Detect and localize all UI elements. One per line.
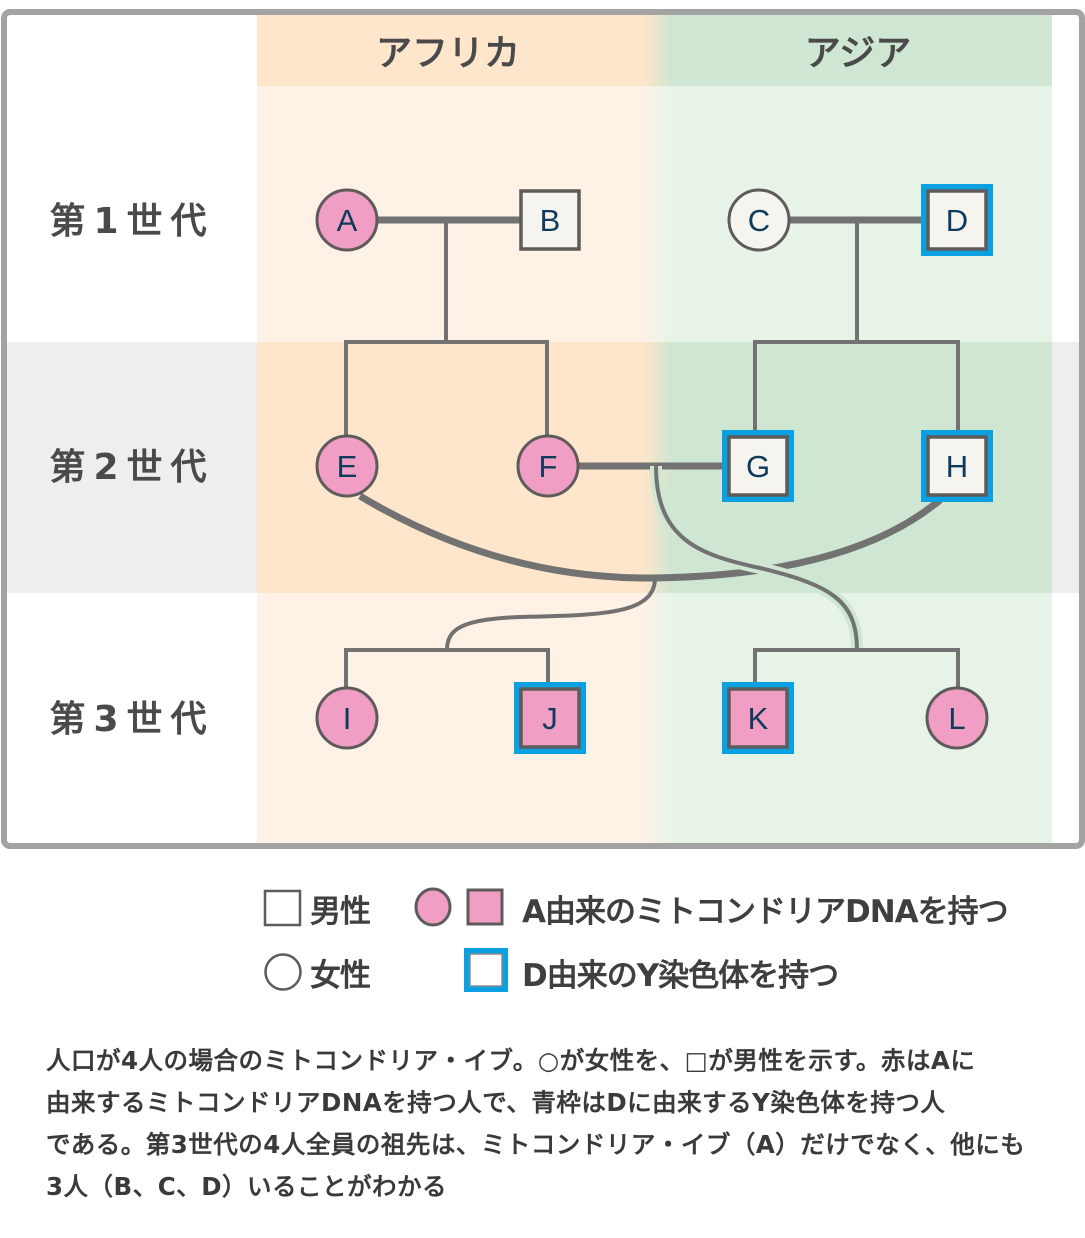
caption-line: 由来するミトコンドリアDNAを持つ人で、青枠はDに由来するY染色体を持つ人 bbox=[46, 1088, 946, 1117]
africa-header bbox=[257, 15, 655, 86]
mito-square-icon bbox=[466, 888, 504, 926]
asia-label: アジア bbox=[805, 33, 912, 74]
mito-circle-icon bbox=[414, 887, 452, 927]
person-label: K bbox=[748, 701, 769, 736]
caption: 人口が4人の場合のミトコンドリア・イブ。○が女性を、□が男性を示す。赤はAに 由… bbox=[46, 1040, 1056, 1208]
person-label: B bbox=[540, 203, 561, 238]
male-square-icon bbox=[519, 189, 581, 251]
pedigree-frame: アフリカ アジア 第1世代 第2世代 第3世代 A B C D E F G H I J K L bbox=[1, 9, 1085, 849]
female-circle-icon bbox=[315, 434, 379, 498]
person-label: A bbox=[337, 203, 358, 238]
male-square-icon bbox=[727, 687, 789, 749]
pedigree-diagram: アフリカ アジア 第1世代 第2世代 第3世代 A B C D E F G H I J K L bbox=[7, 15, 1079, 843]
africa-label: アフリカ bbox=[376, 33, 520, 74]
person-F: F bbox=[516, 434, 580, 498]
female-circle-icon bbox=[264, 953, 302, 991]
person-E: E bbox=[315, 434, 379, 498]
person-K: K bbox=[722, 682, 794, 754]
female-circle-icon bbox=[925, 686, 989, 750]
person-label: D bbox=[946, 203, 968, 238]
person-label: E bbox=[337, 449, 358, 484]
person-label: J bbox=[542, 701, 558, 736]
sibling-line-G-H bbox=[753, 340, 960, 466]
female-circle-icon bbox=[727, 188, 791, 252]
person-label: L bbox=[948, 701, 965, 736]
legend-mito-label: A由来のミトコンドリアDNAを持つ bbox=[522, 894, 1009, 930]
pedigree-lines bbox=[344, 216, 960, 718]
person-C: C bbox=[727, 188, 791, 252]
ychrom-inner-icon bbox=[469, 953, 503, 987]
pedigree-nodes: A B C D E F G H I J K L bbox=[315, 184, 993, 754]
region-transition-header bbox=[643, 15, 673, 86]
gen3-label: 第3世代 bbox=[49, 699, 214, 740]
person-label: G bbox=[746, 449, 770, 484]
person-D: D bbox=[921, 184, 993, 256]
person-J: J bbox=[514, 682, 586, 754]
legend-female-label: 女性 bbox=[310, 958, 371, 994]
caption-line: 3人（B、C、D）いることがわかる bbox=[46, 1172, 448, 1201]
legend: 男性 女性 A由来のミトコンドリアDNAを持つ D由来のY染色体を持つ bbox=[0, 870, 1085, 1010]
descent-line-E-H bbox=[445, 577, 657, 651]
female-circle-icon bbox=[516, 434, 580, 498]
gen1-label: 第1世代 bbox=[49, 201, 214, 242]
legend-male-label: 男性 bbox=[310, 894, 371, 930]
person-label: H bbox=[946, 449, 968, 484]
male-square-icon bbox=[519, 687, 581, 749]
male-square-icon bbox=[727, 435, 789, 497]
caption-line: である。第3世代の4人全員の祖先は、ミトコンドリア・イブ（A）だけでなく、他にも bbox=[46, 1130, 1026, 1159]
male-square-icon bbox=[926, 189, 988, 251]
person-L: L bbox=[925, 686, 989, 750]
sibling-line-E-F bbox=[344, 340, 549, 466]
descent-line-F-G bbox=[654, 465, 859, 651]
gen2-label: 第2世代 bbox=[49, 447, 214, 488]
male-square-icon bbox=[926, 435, 988, 497]
person-label: C bbox=[748, 203, 770, 238]
legend-ychrom-label: D由来のY染色体を持つ bbox=[522, 958, 839, 994]
person-H: H bbox=[921, 430, 993, 502]
person-I: I bbox=[315, 686, 379, 750]
person-label: F bbox=[539, 449, 558, 484]
caption-line: 人口が4人の場合のミトコンドリア・イブ。○が女性を、□が男性を示す。赤はAに bbox=[46, 1046, 976, 1075]
person-A: A bbox=[315, 188, 379, 252]
asia-header bbox=[673, 15, 1052, 86]
person-G: G bbox=[722, 430, 794, 502]
female-circle-icon bbox=[315, 686, 379, 750]
person-label: I bbox=[343, 701, 352, 736]
person-B: B bbox=[519, 189, 581, 251]
female-circle-icon bbox=[315, 188, 379, 252]
male-square-icon bbox=[263, 889, 302, 927]
